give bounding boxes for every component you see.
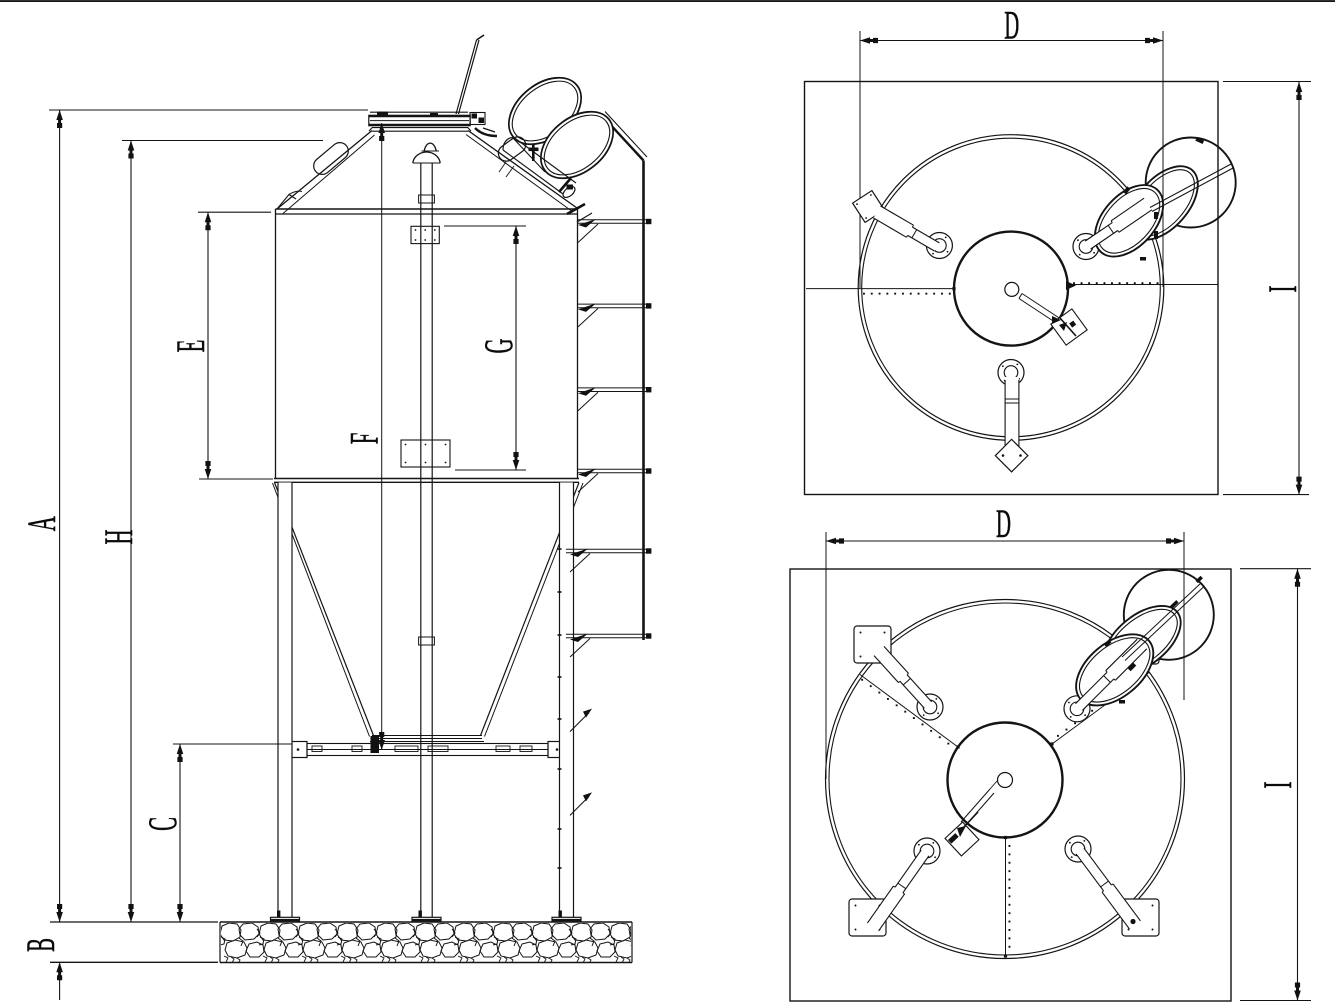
svg-text:B: B bbox=[19, 938, 63, 952]
svg-text:D: D bbox=[1004, 3, 1019, 47]
svg-text:E: E bbox=[169, 340, 213, 353]
svg-text:I: I bbox=[1261, 286, 1305, 293]
svg-text:F: F bbox=[343, 433, 387, 445]
svg-text:H: H bbox=[97, 529, 141, 544]
svg-text:G: G bbox=[477, 338, 521, 353]
svg-text:D: D bbox=[996, 502, 1011, 546]
svg-text:C: C bbox=[141, 817, 185, 831]
svg-text:A: A bbox=[20, 516, 64, 531]
svg-text:I: I bbox=[1256, 782, 1300, 789]
